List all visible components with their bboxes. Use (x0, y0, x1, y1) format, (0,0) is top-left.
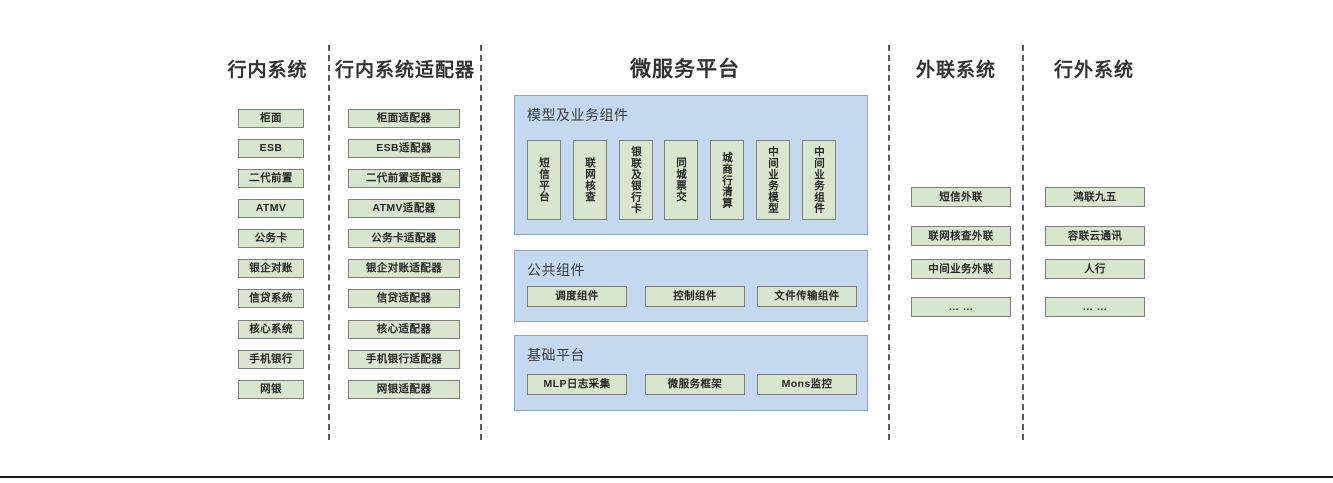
node-adapter[interactable]: 二代前置适配器 (348, 169, 460, 188)
bottom-divider-rule (0, 476, 1333, 478)
node-internal-system[interactable]: 二代前置 (238, 169, 304, 188)
column-title-outside-systems: 行外系统 (1053, 60, 1134, 81)
column-divider-1 (328, 45, 330, 440)
node-internal-system[interactable]: ATMV (238, 199, 304, 218)
node-base-platform-component[interactable]: 微服务框架 (645, 374, 745, 395)
column-title-internal-adapters: 行内系统适配器 (334, 60, 475, 81)
node-internal-system[interactable]: 银企对账 (238, 259, 304, 278)
column-divider-4 (1022, 45, 1024, 440)
column-title-external-link-systems: 外联系统 (915, 60, 996, 81)
node-adapter[interactable]: 网银适配器 (348, 380, 460, 399)
panel-label-model-and-business-components: 模型及业务组件 (527, 107, 629, 123)
node-internal-system[interactable]: 信贷系统 (238, 289, 304, 308)
node-common-component[interactable]: 调度组件 (527, 286, 627, 307)
node-base-platform-component[interactable]: Mons监控 (757, 374, 857, 395)
node-external-link-system[interactable]: 中间业务外联 (911, 259, 1011, 279)
panel-label-common-components: 公共组件 (527, 262, 585, 278)
node-internal-system[interactable]: 柜面 (238, 109, 304, 128)
node-common-component[interactable]: 文件传输组件 (757, 286, 857, 307)
node-model-component[interactable]: 中间业务组件 (802, 140, 836, 220)
panel-base-platform: 基础平台 (514, 335, 868, 411)
node-common-component[interactable]: 控制组件 (645, 286, 745, 307)
node-adapter[interactable]: 公务卡适配器 (348, 229, 460, 248)
node-internal-system[interactable]: 网银 (238, 380, 304, 399)
node-model-component[interactable]: 同城票交 (664, 140, 698, 220)
node-adapter[interactable]: 手机银行适配器 (348, 350, 460, 369)
panel-label-base-platform: 基础平台 (527, 347, 585, 363)
node-adapter[interactable]: 银企对账适配器 (348, 259, 460, 278)
node-adapter[interactable]: 柜面适配器 (348, 109, 460, 128)
node-adapter[interactable]: 核心适配器 (348, 320, 460, 339)
node-model-component[interactable]: 中间业务模型 (756, 140, 790, 220)
node-external-link-system[interactable]: … … (911, 297, 1011, 317)
node-outside-system[interactable]: 鸿联九五 (1045, 187, 1145, 207)
column-title-internal-systems: 行内系统 (227, 60, 308, 81)
node-outside-system[interactable]: 人行 (1045, 259, 1145, 279)
node-external-link-system[interactable]: 联网核查外联 (911, 226, 1011, 246)
node-model-component[interactable]: 短信平台 (527, 140, 561, 220)
node-model-component[interactable]: 城商行清算 (710, 140, 744, 220)
node-internal-system[interactable]: ESB (238, 139, 304, 158)
column-title-microservice-platform: 微服务平台 (630, 58, 740, 81)
node-adapter[interactable]: ESB适配器 (348, 139, 460, 158)
node-outside-system[interactable]: 容联云通讯 (1045, 226, 1145, 246)
node-model-component[interactable]: 银联及银行卡 (619, 140, 653, 220)
node-base-platform-component[interactable]: MLP日志采集 (527, 374, 627, 395)
node-outside-system[interactable]: … … (1045, 297, 1145, 317)
node-internal-system[interactable]: 公务卡 (238, 229, 304, 248)
node-adapter[interactable]: ATMV适配器 (348, 199, 460, 218)
node-internal-system[interactable]: 手机银行 (238, 350, 304, 369)
node-model-component[interactable]: 联网核查 (573, 140, 607, 220)
column-divider-3 (888, 45, 890, 440)
column-divider-2 (480, 45, 482, 440)
node-internal-system[interactable]: 核心系统 (238, 320, 304, 339)
node-external-link-system[interactable]: 短信外联 (911, 187, 1011, 207)
node-adapter[interactable]: 信贷适配器 (348, 289, 460, 308)
